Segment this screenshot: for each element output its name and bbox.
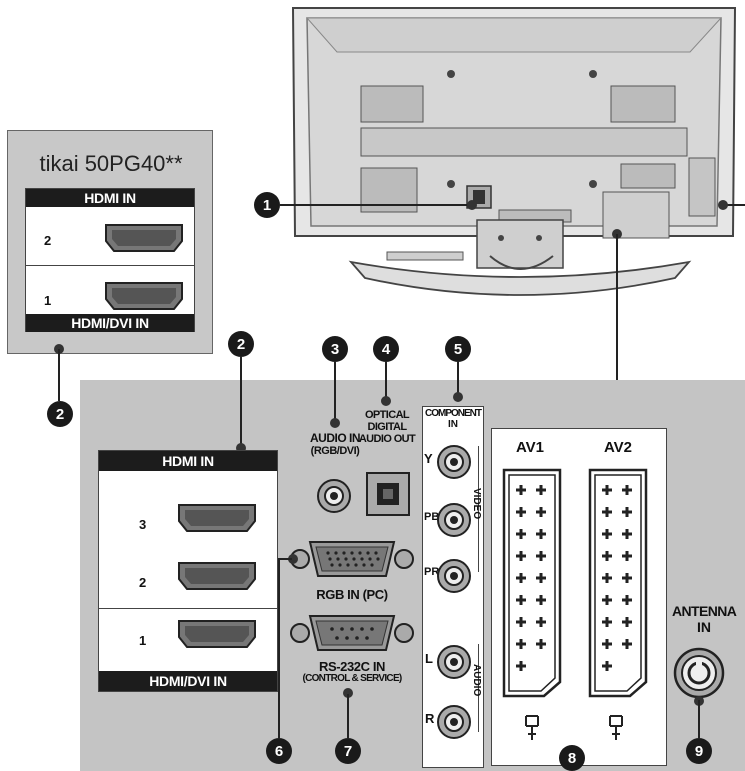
- video-bracket: [478, 446, 479, 572]
- inset-port-number-2: 2: [44, 233, 52, 248]
- av1-label: AV1: [515, 439, 545, 456]
- side-jack-leader: [725, 204, 745, 206]
- video-label: VIDEO: [471, 488, 482, 520]
- rs232-label-2: (CONTROL & SERVICE): [302, 673, 402, 684]
- audio-in-label-1: AUDIO IN: [310, 431, 361, 445]
- audio-in-jack: [317, 479, 351, 513]
- inset-port-box: HDMI IN 2 1 HDMI/DVI IN: [25, 188, 195, 332]
- hdmi-port-number-3: 3: [139, 517, 147, 532]
- audio-label: AUDIO: [471, 664, 482, 697]
- rgb-in-label: RGB IN (PC): [316, 587, 388, 602]
- rgb-dot: [288, 554, 298, 564]
- audio-in-leader: [334, 362, 336, 420]
- rs232-dot: [343, 688, 353, 698]
- hdmi-port-2: [178, 562, 256, 590]
- antenna-leader: [698, 700, 700, 738]
- comp-pb-label: PB: [424, 511, 440, 523]
- callout-5: 5: [445, 336, 471, 362]
- optical-label-3: AUDIO OUT: [358, 433, 416, 445]
- av2-label: AV2: [603, 439, 633, 456]
- rgb-leader-h: [278, 558, 292, 560]
- audio-in-dot: [330, 418, 340, 428]
- component-leader: [457, 362, 459, 394]
- scart-av1: [502, 468, 562, 698]
- comp-y-label: Y: [424, 451, 433, 466]
- optical-dot: [381, 396, 391, 406]
- rear-panel-leader: [616, 234, 618, 380]
- hdmi-dot: [236, 443, 246, 453]
- rs232-port: [290, 615, 414, 651]
- hdmi-divider: [99, 608, 277, 609]
- component-label-2: IN: [448, 419, 458, 430]
- inset-model-title: tikai 50PG40**: [39, 151, 183, 176]
- optical-label-2: DIGITAL: [367, 421, 408, 433]
- tv-back-illustration: [291, 7, 737, 296]
- inset-hdmi-dvi-in-label: HDMI/DVI IN: [26, 314, 194, 332]
- inset-port-number-1: 1: [44, 293, 52, 308]
- callout-2-panel: 2: [228, 331, 254, 357]
- inset-hdmi-port-2: [105, 224, 183, 252]
- inset-hdmi-port-1: [105, 282, 183, 310]
- hdmi-port-number-2: 2: [139, 575, 147, 590]
- model-inset: tikai 50PG40** HDMI IN 2 1 HDMI/DVI IN: [7, 130, 213, 354]
- hdmi-dvi-in-label: HDMI/DVI IN: [99, 671, 277, 691]
- hdmi-in-label: HDMI IN: [99, 451, 277, 471]
- callout-1-dot: [467, 200, 477, 210]
- antenna-label-1: ANTENNA: [672, 603, 737, 619]
- hdmi-port-1: [178, 620, 256, 648]
- antenna-port: [673, 647, 725, 699]
- hdmi-port-3: [178, 504, 256, 532]
- hdmi-port-number-1: 1: [139, 633, 147, 648]
- antenna-label-2: IN: [697, 619, 711, 635]
- callout-4: 4: [373, 336, 399, 362]
- rca-jack-l: [437, 645, 471, 679]
- component-label-1: COMPONENT: [425, 408, 482, 419]
- callout-8: 8: [559, 745, 585, 771]
- rca-jack-pb: [437, 503, 471, 537]
- rca-jack-pr: [437, 559, 471, 593]
- comp-r-label: R: [425, 711, 435, 726]
- side-jack-dot: [718, 200, 728, 210]
- inset-divider: [26, 265, 194, 266]
- comp-l-label: L: [425, 651, 433, 666]
- optical-port: [366, 472, 410, 516]
- ground-icon-av1: [525, 715, 539, 740]
- scart-av2: [588, 468, 648, 698]
- rca-jack-r: [437, 705, 471, 739]
- optical-leader: [385, 362, 387, 398]
- rs232-label-1: RS-232C IN: [318, 659, 386, 674]
- inset-hdmi-in-label: HDMI IN: [26, 189, 194, 207]
- callout-9: 9: [686, 738, 712, 764]
- comp-pr-label: PR: [424, 566, 440, 578]
- inset-leader: [58, 349, 60, 401]
- callout-1: 1: [254, 192, 280, 218]
- hdmi-leader: [240, 357, 242, 445]
- component-jacks: [437, 445, 471, 739]
- rgb-in-port: [290, 541, 414, 577]
- component-dot: [453, 392, 463, 402]
- callout-2-inset: 2: [47, 401, 73, 427]
- audio-in-label-2: (RGB/DVI): [310, 445, 360, 457]
- callout-6: 6: [266, 738, 292, 764]
- rca-jack-y: [437, 445, 471, 479]
- callout-7: 7: [335, 738, 361, 764]
- rgb-leader-v: [278, 558, 280, 738]
- rs232-leader: [347, 694, 349, 738]
- hdmi-box: HDMI IN 3 2 1 HDMI/DVI IN: [98, 450, 278, 692]
- callout-1-leader: [280, 204, 470, 206]
- ground-icon-av2: [609, 715, 623, 740]
- optical-label-1: OPTICAL: [364, 409, 410, 421]
- audio-bracket: [478, 644, 479, 732]
- callout-3: 3: [322, 336, 348, 362]
